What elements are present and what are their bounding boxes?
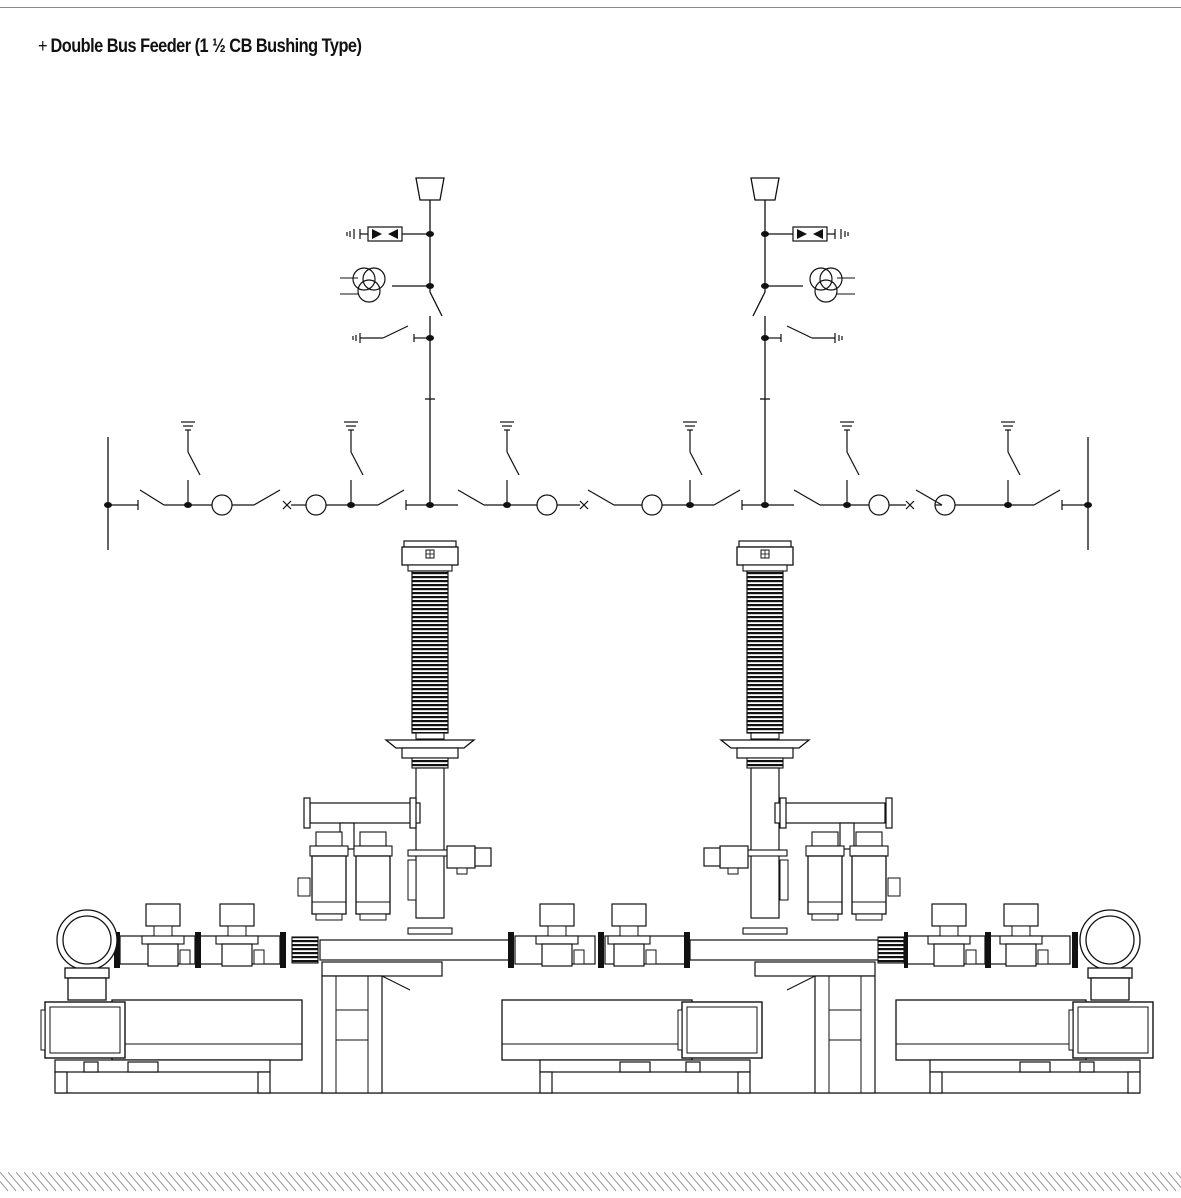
earthing-switch-2	[343, 421, 364, 509]
disconnector-2	[215, 903, 265, 967]
ct-column-1	[309, 831, 349, 921]
equipment-elevation	[40, 540, 1154, 1094]
disconnector-3	[535, 903, 585, 967]
earthing-switch-6	[1000, 421, 1021, 509]
page-title: +Double Bus Feeder (1 ½ CB Bushing Type)	[38, 36, 362, 58]
page-title-text: Double Bus Feeder (1 ½ CB Bushing Type)	[50, 36, 362, 57]
riser-mechanism-right	[703, 845, 749, 875]
earthing-switch-5	[839, 421, 860, 509]
disconnector-6	[999, 903, 1049, 967]
expand-plus-icon[interactable]: +	[38, 36, 48, 57]
circuit-breaker-2	[501, 999, 693, 1066]
end-cap-left	[56, 909, 118, 1001]
feeder-branch-right	[750, 177, 856, 505]
disconnector-4	[607, 903, 657, 967]
single-line-and-equipment-diagram	[40, 177, 1154, 1094]
ct-column-2	[353, 831, 393, 921]
disconnector-1	[141, 903, 191, 967]
single-line-diagram	[104, 177, 1092, 550]
footer-hatch-band	[0, 1172, 1181, 1198]
cb-cabinet-3	[1068, 1001, 1154, 1059]
earthing-switch-4	[682, 421, 703, 509]
cb-cabinet-2	[677, 1001, 763, 1059]
riser-mechanism-left	[446, 845, 492, 875]
circuit-breaker-1	[111, 999, 303, 1066]
cb-cabinet-1	[40, 1001, 126, 1059]
ct-column-4	[849, 831, 889, 921]
ct-column-3	[805, 831, 845, 921]
disconnector-5	[927, 903, 977, 967]
earthing-switch-3	[499, 421, 520, 509]
bushing-right	[720, 540, 810, 935]
earthing-switch-1	[180, 421, 201, 509]
bushing-left	[385, 540, 475, 935]
circuit-breaker-3	[895, 999, 1087, 1066]
end-cap-right	[1079, 909, 1141, 1001]
feeder-branch-left	[339, 177, 445, 505]
top-divider	[0, 7, 1181, 8]
